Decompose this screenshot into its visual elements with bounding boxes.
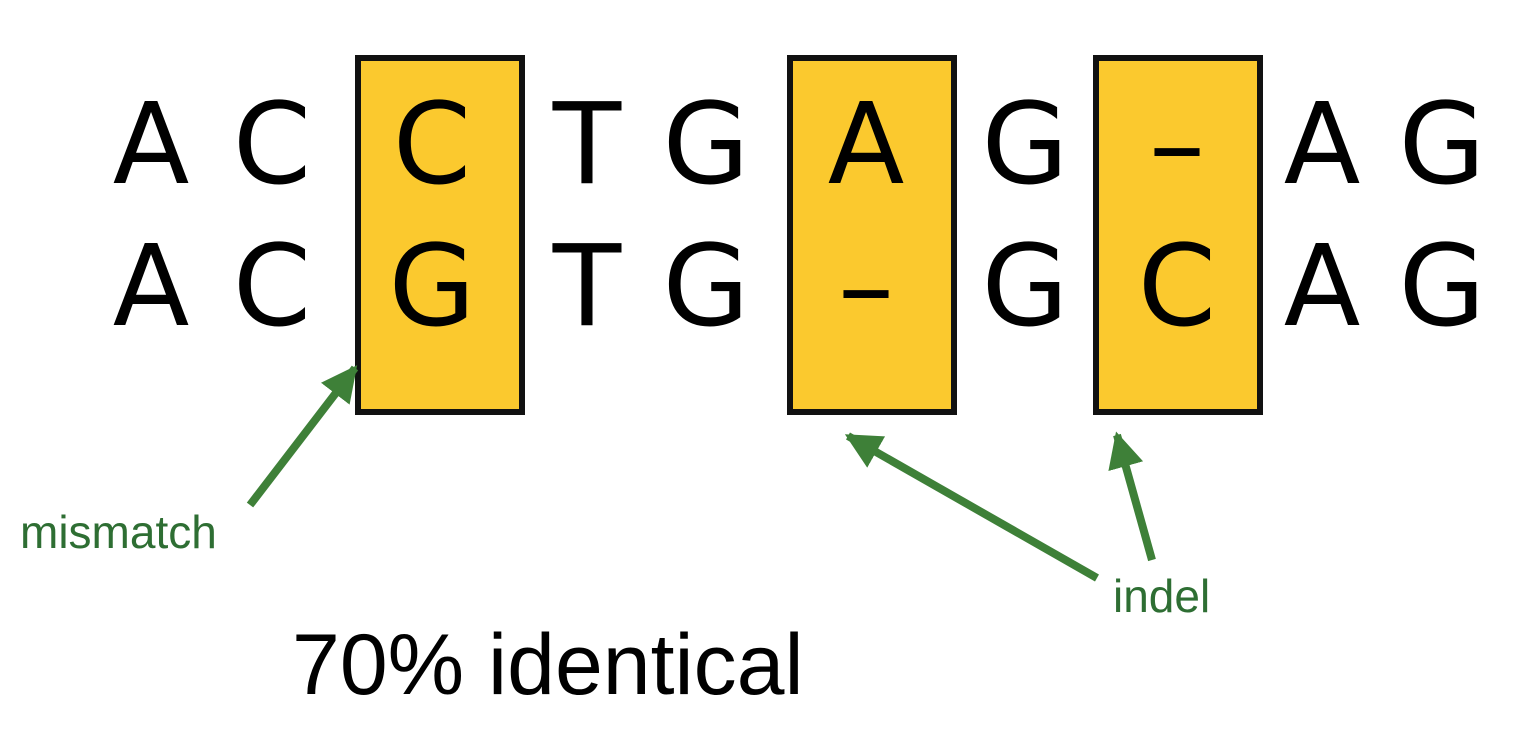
indel-arrow-2 (1108, 431, 1156, 562)
top-sequence-base: G (981, 80, 1069, 210)
mismatch-arrow (246, 365, 359, 508)
mismatch-label: mismatch (20, 506, 217, 558)
bottom-sequence-base: C (1137, 222, 1217, 352)
indel-highlight-box-1 (787, 55, 957, 415)
top-sequence-base: C (232, 80, 312, 210)
identity-summary: 70% identical (292, 617, 804, 713)
indel-highlight-box-2 (1093, 55, 1263, 415)
indel-label: indel (1113, 570, 1211, 622)
top-sequence-base: A (1283, 80, 1361, 210)
bottom-sequence-base: G (388, 222, 476, 352)
top-sequence-base: G (1398, 80, 1486, 210)
bottom-sequence-base: G (662, 222, 750, 352)
mismatch-highlight-box (355, 55, 525, 415)
bottom-sequence-base: G (1398, 222, 1486, 352)
top-sequence-base: G (662, 80, 750, 210)
bottom-sequence-base: A (1283, 222, 1361, 352)
bottom-sequence-base: A (112, 222, 190, 352)
top-sequence-base: T (552, 80, 622, 210)
bottom-sequence-base: T (552, 222, 622, 352)
indel-arrow-1 (844, 432, 1099, 582)
bottom-sequence-base: G (981, 222, 1069, 352)
top-sequence-base: – (1149, 80, 1205, 210)
bottom-sequence-base: C (232, 222, 312, 352)
top-sequence-base: A (827, 80, 905, 210)
top-sequence-base: A (112, 80, 190, 210)
bottom-sequence-base: – (838, 222, 894, 352)
top-sequence-base: C (392, 80, 472, 210)
